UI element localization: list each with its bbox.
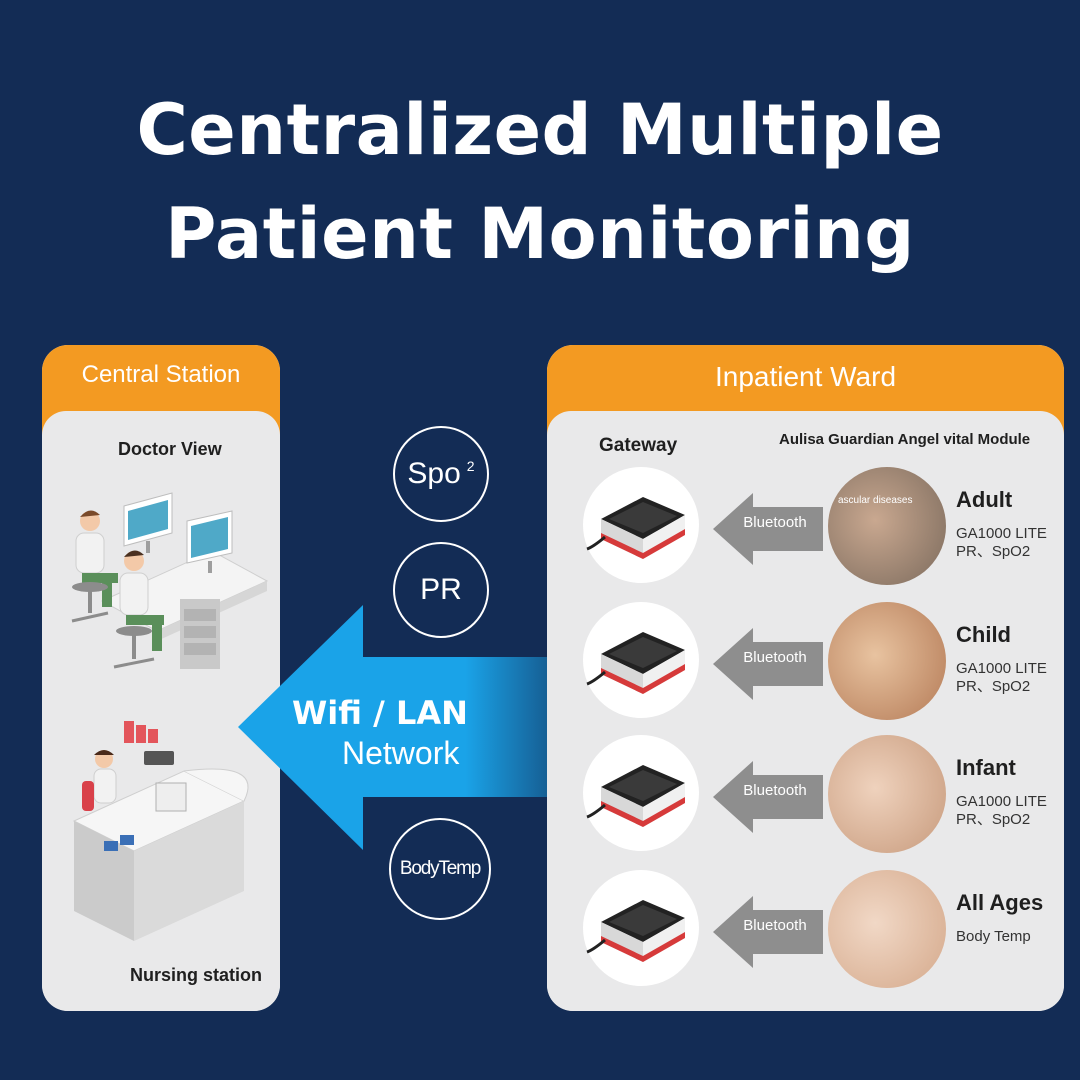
patient-group-title: Adult xyxy=(956,487,1013,512)
pr-label: PR xyxy=(420,573,462,606)
network-arrow xyxy=(238,605,588,850)
patient-group-detail: GA1000 LITE PR、SpO2 xyxy=(956,793,1047,828)
gateway-device-icon xyxy=(586,497,685,559)
module-label: Aulisa Guardian Angel vital Module xyxy=(779,431,1031,448)
patient-group-title: All Ages xyxy=(956,890,1044,915)
patient-group-title: Child xyxy=(956,622,1011,647)
pr-circle: PR xyxy=(393,542,489,638)
gateway-device xyxy=(583,735,699,851)
patient-photo xyxy=(828,735,946,853)
patient-group-detail: GA1000 LITE PR、SpO2 xyxy=(956,660,1047,695)
title-line-2: Patient Monitoring xyxy=(165,193,915,275)
bluetooth-label: Bluetooth xyxy=(743,917,807,934)
spo2-label: Spo xyxy=(407,457,461,490)
patient-photo: ascular diseases xyxy=(828,467,946,585)
spo2-superscript: 2 xyxy=(466,458,475,474)
patient-group-detail: Body Temp xyxy=(956,928,1031,945)
gateway-device-icon xyxy=(586,632,685,694)
gateway-device xyxy=(583,602,699,718)
spo2-circle: Spo 2 xyxy=(393,426,489,522)
bluetooth-arrow xyxy=(713,896,823,968)
bluetooth-arrow xyxy=(713,493,823,565)
inpatient-ward-body: Gateway Aulisa Guardian Angel vital Modu… xyxy=(547,411,1064,1011)
network-label-line-2: Network xyxy=(342,735,460,771)
central-station-body: Doctor View xyxy=(42,411,280,1011)
bluetooth-arrow xyxy=(713,628,823,700)
page-title: Centralized Multiple Patient Monitoring xyxy=(0,78,1080,286)
patient-group-title: Infant xyxy=(956,755,1016,780)
nursing-station-label: Nursing station xyxy=(130,965,263,985)
network-label-line-1: Wifi / LAN xyxy=(292,694,468,732)
bluetooth-arrow xyxy=(713,761,823,833)
title-line-1: Centralized Multiple xyxy=(136,89,944,171)
body-temp-label: BodyTemp xyxy=(399,858,481,879)
patient-photo xyxy=(828,870,946,988)
gateway-device xyxy=(583,870,699,986)
nursing-station-illustration xyxy=(72,721,249,941)
gateway-device-icon xyxy=(586,900,685,962)
inpatient-ward-panel: Inpatient Ward Gateway Aulisa Guardian A… xyxy=(547,345,1064,1011)
doctor-view-label: Doctor View xyxy=(118,439,222,459)
bluetooth-label: Bluetooth xyxy=(743,649,807,666)
gateway-device-icon xyxy=(586,765,685,827)
bluetooth-label: Bluetooth xyxy=(743,514,807,531)
patient-group-detail: GA1000 LITE PR、SpO2 xyxy=(956,525,1047,560)
gateway-label: Gateway xyxy=(599,435,678,456)
central-station-panel: Central Station Doctor View xyxy=(42,345,280,1011)
body-temp-circle: BodyTemp xyxy=(389,818,491,920)
photo-caption: ascular diseases xyxy=(838,495,913,506)
bluetooth-label: Bluetooth xyxy=(743,782,807,799)
gateway-device xyxy=(583,467,699,583)
doctor-view-illustration xyxy=(71,492,269,669)
patient-photo xyxy=(828,602,946,720)
